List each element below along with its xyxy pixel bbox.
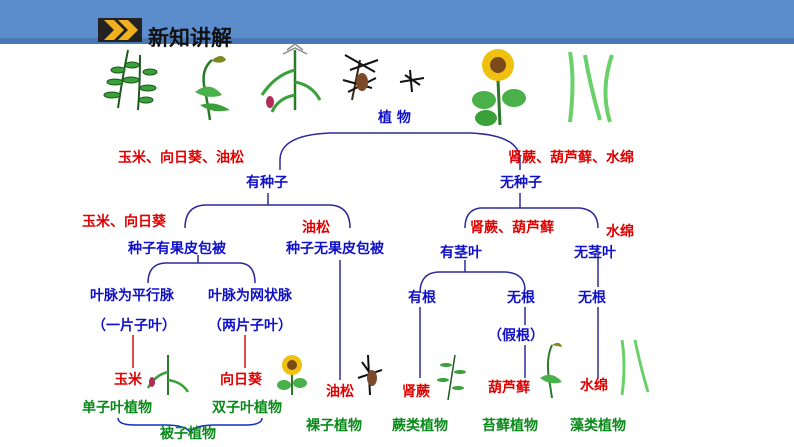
monocot-label: 单子叶植物 — [82, 400, 152, 416]
angio-branch — [147, 262, 256, 284]
root-branch — [279, 132, 521, 161]
angiosperm-brace-left — [117, 417, 191, 433]
sunflower-icon — [472, 49, 526, 126]
no-root-label-a: 无根 — [507, 290, 535, 306]
stem-examples: 肾蕨、葫芦藓 — [470, 220, 554, 236]
false-root-label: （假根） — [488, 328, 544, 344]
corn-icon — [260, 43, 322, 113]
fern-label: 肾蕨 — [402, 384, 430, 400]
moss-icon — [195, 56, 230, 121]
algae-icon — [568, 51, 614, 123]
page-title: 新知讲解 — [148, 26, 232, 50]
pine-label: 油松 — [326, 384, 354, 400]
algae-group-label: 藻类植物 — [570, 418, 626, 434]
moss-icon — [540, 342, 562, 399]
no-root-label-b: 无根 — [578, 290, 606, 306]
algae-icon — [620, 339, 650, 396]
no-seed-label: 无种子 — [500, 175, 542, 191]
moss-group-label: 苔藓植物 — [482, 418, 538, 434]
has-root-label: 有根 — [408, 290, 436, 306]
one-cotyledon-label: （一片子叶） — [92, 318, 176, 334]
fern-icon — [437, 354, 466, 401]
angiosperm-label: 被子植物 — [160, 426, 216, 442]
parallel-vein-label: 叶脉为平行脉 — [90, 288, 174, 304]
corn-label: 玉米 — [114, 372, 142, 388]
angiosperm-brace-right — [189, 417, 263, 433]
algae-label: 水绵 — [580, 378, 608, 394]
gymnosperm-label: 裸子植物 — [306, 418, 362, 434]
root-label: 植 物 — [378, 110, 411, 126]
stem-branch — [419, 271, 526, 294]
seed-label: 有种子 — [246, 175, 288, 191]
right-examples: 肾蕨、葫芦藓、水绵 — [508, 150, 634, 166]
sunflower-label: 向日葵 — [220, 372, 262, 388]
angio-label: 种子有果皮包被 — [128, 241, 226, 257]
pine-icon — [357, 354, 383, 396]
no-stem-label: 无茎叶 — [574, 245, 616, 261]
two-cotyledon-label: （两片子叶） — [208, 318, 292, 334]
gymno-label: 种子无果皮包被 — [286, 241, 384, 257]
fern-group-label: 蕨类植物 — [392, 418, 448, 434]
no-stem-example: 水绵 — [606, 224, 634, 240]
pine-icon — [342, 54, 425, 101]
dicot-label: 双子叶植物 — [212, 400, 282, 416]
has-stem-label: 有茎叶 — [440, 245, 482, 261]
fern-icon — [103, 49, 158, 111]
corn-icon — [146, 355, 190, 395]
moss-label: 葫芦藓 — [488, 380, 530, 396]
sunflower-icon — [277, 355, 307, 395]
angio-examples: 玉米、向日葵 — [82, 214, 166, 230]
left-examples: 玉米、向日葵、油松 — [118, 150, 244, 166]
noseed-branch — [464, 207, 599, 229]
gymno-example: 油松 — [302, 220, 330, 236]
double-chevron-icon — [98, 18, 142, 42]
net-vein-label: 叶脉为网状脉 — [208, 288, 292, 304]
